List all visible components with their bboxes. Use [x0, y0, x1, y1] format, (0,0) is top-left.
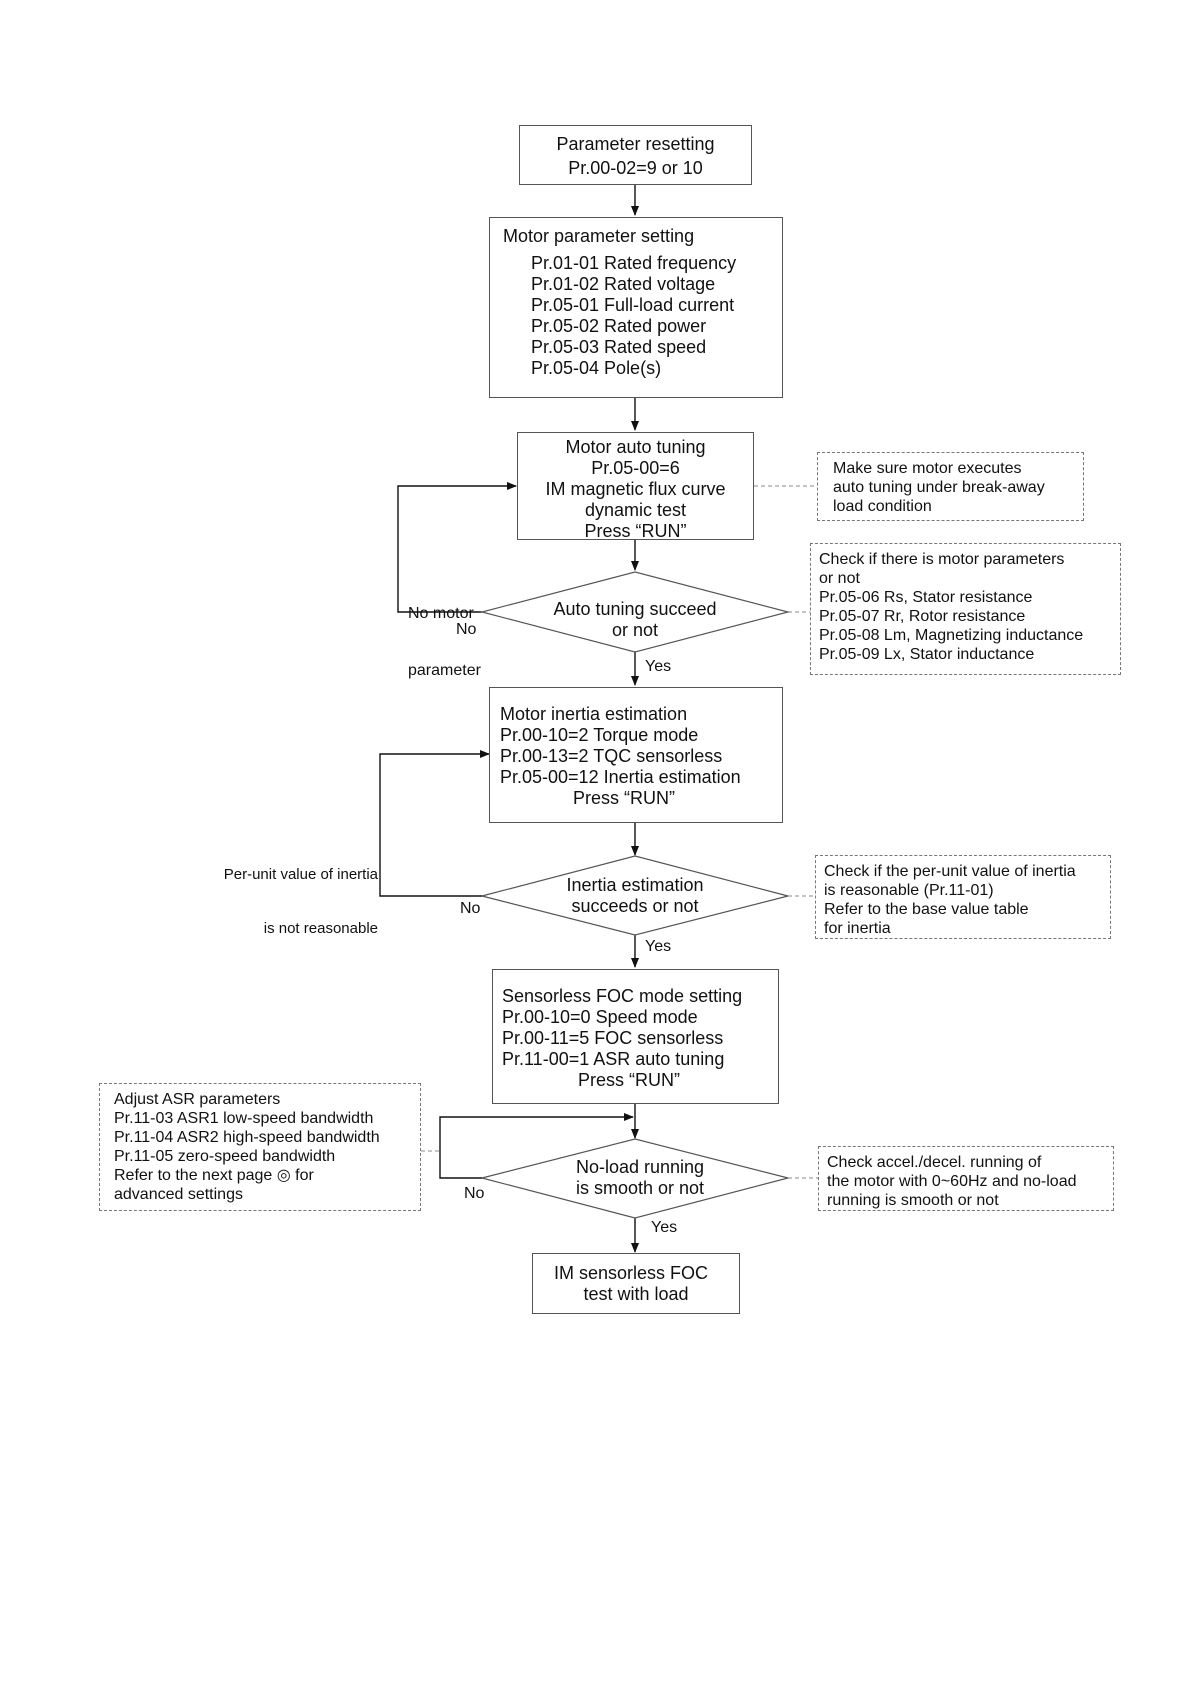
note-line: Adjust ASR parameters	[114, 1091, 281, 1108]
inertia-line: Press “RUN”	[573, 788, 675, 808]
foc-line: Press “RUN”	[578, 1070, 680, 1090]
note-line: auto tuning under break-away	[833, 479, 1045, 496]
note-motor-parameters-check: Check if there is motor parameters or no…	[810, 543, 1121, 675]
note-line: Pr.05-07 Rr, Rotor resistance	[819, 608, 1026, 625]
note-line: Pr.05-08 Lm, Magnetizing inductance	[819, 627, 1084, 644]
auto-tuning-line: Press “RUN”	[584, 521, 687, 541]
label-per-unit-not-reasonable: Per-unit value of inertia is not reasona…	[200, 830, 378, 956]
label-no-3: No	[464, 1185, 485, 1202]
note-line: Pr.11-03 ASR1 low-speed bandwidth	[114, 1110, 374, 1127]
motor-param-title: Motor parameter setting	[503, 226, 695, 246]
decision-line: No-load running	[575, 1157, 705, 1177]
final-line: test with load	[583, 1284, 689, 1304]
note-line: Check accel./decel. running of	[827, 1154, 1042, 1171]
label-no-motor-parameter: No motor parameter	[408, 566, 481, 699]
inertia-line: Motor inertia estimation	[500, 704, 688, 724]
label-line: Per-unit value of inertia	[223, 866, 378, 883]
motor-param-item: Pr.05-03 Rated speed	[531, 337, 707, 357]
decision-no-load-shape	[481, 1138, 789, 1219]
label-no-1: No	[456, 621, 477, 638]
foc-line: Pr.00-10=0 Speed mode	[502, 1007, 698, 1027]
note-inertia-check: Check if the per-unit value of inertia i…	[815, 855, 1111, 939]
note-line: Refer to the next page ◎ for	[114, 1167, 314, 1184]
note-line: the motor with 0~60Hz and no-load	[827, 1173, 1077, 1190]
box-parameter-resetting: Parameter resetting Pr.00-02=9 or 10	[519, 125, 752, 185]
decision-inertia-estimation: Inertia estimation succeeds or not	[522, 875, 748, 917]
box-motor-parameter-setting: Motor parameter setting Pr.01-01 Rated f…	[489, 217, 783, 398]
label-yes-1: Yes	[645, 658, 672, 675]
decision-line: succeeds or not	[571, 896, 699, 916]
auto-tuning-line: dynamic test	[584, 500, 687, 520]
note-line: advanced settings	[114, 1186, 243, 1203]
note-line: running is smooth or not	[827, 1192, 999, 1209]
auto-tuning-line: IM magnetic flux curve	[545, 479, 726, 499]
foc-line: Pr.11-00=1 ASR auto tuning	[502, 1049, 725, 1069]
loop-no-motor-param	[397, 482, 517, 613]
auto-tuning-line: Motor auto tuning	[565, 437, 706, 457]
note-line: Refer to the base value table	[824, 901, 1029, 918]
motor-param-item: Pr.01-02 Rated voltage	[531, 274, 716, 294]
label-line: is not reasonable	[263, 920, 378, 937]
note-accel-decel-check: Check accel./decel. running of the motor…	[818, 1146, 1114, 1211]
note-line: for inertia	[824, 920, 891, 937]
label-yes-3: Yes	[651, 1219, 678, 1236]
decision-auto-tuning: Auto tuning succeed or not	[522, 599, 748, 641]
note-line: Make sure motor executes	[833, 460, 1022, 477]
auto-tuning-line: Pr.05-00=6	[591, 458, 680, 478]
inertia-line: Pr.05-00=12 Inertia estimation	[500, 767, 741, 787]
inertia-line: Pr.00-13=2 TQC sensorless	[500, 746, 723, 766]
box-sensorless-foc-setting: Sensorless FOC mode setting Pr.00-10=0 S…	[492, 969, 779, 1104]
note-line: Pr.11-04 ASR2 high-speed bandwidth	[114, 1129, 380, 1146]
decision-line: or not	[611, 620, 659, 640]
motor-param-item: Pr.05-01 Full-load current	[531, 295, 735, 315]
note-line: load condition	[833, 498, 932, 515]
decision-auto-tuning-shape	[479, 571, 791, 653]
decision-line: Inertia estimation	[566, 875, 704, 895]
decision-inertia-shape	[481, 855, 789, 936]
decision-no-load-running: No-load running is smooth or not	[527, 1157, 753, 1199]
note-line: or not	[819, 570, 860, 587]
reset-line-1: Parameter resetting	[556, 134, 715, 154]
foc-line: Sensorless FOC mode setting	[502, 986, 743, 1006]
foc-line: Pr.00-11=5 FOC sensorless	[502, 1028, 724, 1048]
decision-line: is smooth or not	[575, 1178, 705, 1198]
label-line: No motor	[408, 605, 474, 622]
label-line: parameter	[408, 662, 481, 679]
decision-line: Auto tuning succeed	[553, 599, 717, 619]
note-line: Check if there is motor parameters	[819, 551, 1065, 568]
label-no-2: No	[460, 900, 481, 917]
note-line: Pr.05-06 Rs, Stator resistance	[819, 589, 1033, 606]
loop-no-load-not-smooth	[439, 1113, 634, 1179]
box-motor-auto-tuning: Motor auto tuning Pr.05-00=6 IM magnetic…	[517, 432, 754, 541]
label-yes-2: Yes	[645, 938, 672, 955]
note-adjust-asr: Adjust ASR parameters Pr.11-03 ASR1 low-…	[99, 1083, 421, 1211]
loop-inertia-not-reasonable	[379, 750, 490, 897]
reset-line-2: Pr.00-02=9 or 10	[568, 158, 703, 178]
note-break-away-load: Make sure motor executes auto tuning und…	[817, 452, 1084, 521]
note-line: is reasonable (Pr.11-01)	[824, 882, 994, 899]
motor-param-item: Pr.05-04 Pole(s)	[531, 358, 662, 378]
box-motor-inertia-estimation: Motor inertia estimation Pr.00-10=2 Torq…	[489, 687, 783, 823]
final-line: IM sensorless FOC	[553, 1263, 709, 1283]
note-line: Check if the per-unit value of inertia	[824, 863, 1076, 880]
note-line: Pr.11-05 zero-speed bandwidth	[114, 1148, 336, 1165]
box-sensorless-foc-test: IM sensorless FOC test with load	[532, 1253, 740, 1314]
motor-param-item: Pr.05-02 Rated power	[531, 316, 707, 336]
note-line: Pr.05-09 Lx, Stator inductance	[819, 646, 1035, 663]
motor-param-item: Pr.01-01 Rated frequency	[531, 253, 737, 273]
inertia-line: Pr.00-10=2 Torque mode	[500, 725, 699, 745]
